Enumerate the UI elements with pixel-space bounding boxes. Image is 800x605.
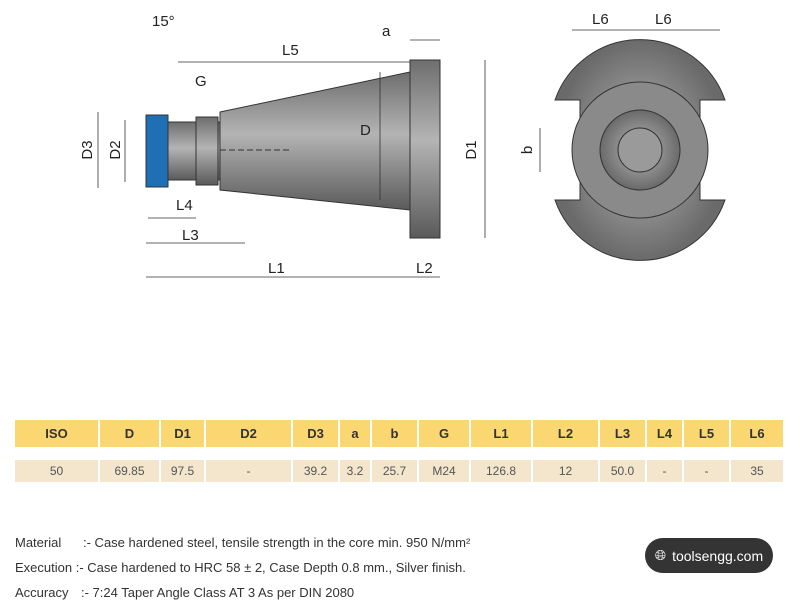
col-header: a [340,420,372,447]
cell: 50.0 [600,460,647,482]
note-text: :- 7:24 Taper Angle Class AT 3 As per DI… [81,585,355,600]
col-header: L3 [600,420,647,447]
col-header: D2 [206,420,293,447]
cell: 25.7 [372,460,419,482]
cell: - [684,460,731,482]
label-D2: D2 [107,140,124,159]
tool-holder-drawing: 15° L5 a G D D1 D2 D3 L4 L3 L1 L2 L6 L6 … [79,11,726,278]
label-D: D [360,122,371,139]
cell: 69.85 [100,460,161,482]
note-label: Execution [15,560,73,575]
watermark-text: toolsengg.com [672,547,764,564]
col-header: L2 [533,420,600,447]
cell: 35 [731,460,785,482]
table-row: 50 69.85 97.5 - 39.2 3.2 25.7 M24 126.8 … [15,460,785,482]
label-L3: L3 [182,227,199,244]
note-execution: Execution :- Case hardened to HRC 58 ± 2… [15,555,470,580]
front-view [554,39,726,261]
cell: 12 [533,460,600,482]
col-header: b [372,420,419,447]
cell: 3.2 [340,460,372,482]
cell: 126.8 [471,460,533,482]
col-header: G [419,420,471,447]
label-L5: L5 [282,42,299,59]
cell: - [206,460,293,482]
label-L4: L4 [176,197,193,214]
note-label: Material [15,535,62,550]
label-D1: D1 [463,140,480,159]
note-material: Material :- Case hardened steel, tensile … [15,530,470,555]
label-G: G [195,73,207,90]
cell: 50 [15,460,100,482]
label-L2: L2 [416,260,433,277]
label-a: a [382,23,391,40]
col-header: D [100,420,161,447]
col-header: L1 [471,420,533,447]
note-text: :- Case hardened steel, tensile strength… [83,535,471,550]
col-header: ISO [15,420,100,447]
label-L1: L1 [268,260,285,277]
col-header: L5 [684,420,731,447]
col-header: L6 [731,420,785,447]
angle-label: 15° [152,13,175,30]
note-text: :- Case hardened to HRC 58 ± 2, Case Dep… [75,560,466,575]
col-header: D3 [293,420,340,447]
cell: M24 [419,460,471,482]
table-header-row: ISO D D1 D2 D3 a b G L1 L2 L3 L4 L5 L6 [15,420,785,447]
cell: 97.5 [161,460,206,482]
note-accuracy: Accuracy :- 7:24 Taper Angle Class AT 3 A… [15,580,470,605]
watermark-badge[interactable]: 🌐︎ toolsengg.com [645,538,773,573]
note-label: Accuracy [15,585,69,600]
spec-table: ISO D D1 D2 D3 a b G L1 L2 L3 L4 L5 L6 5… [15,420,785,482]
spec-notes: Material :- Case hardened steel, tensile … [15,530,470,605]
globe-icon: 🌐︎ [654,547,667,563]
cell: 39.2 [293,460,340,482]
col-header: D1 [161,420,206,447]
label-D3: D3 [79,140,96,159]
col-header: L4 [647,420,684,447]
label-L6-left: L6 [592,11,609,28]
label-L6-right: L6 [655,11,672,28]
cell: - [647,460,684,482]
label-b: b [519,146,536,154]
side-view [145,59,441,239]
dimension-lines [97,29,720,278]
